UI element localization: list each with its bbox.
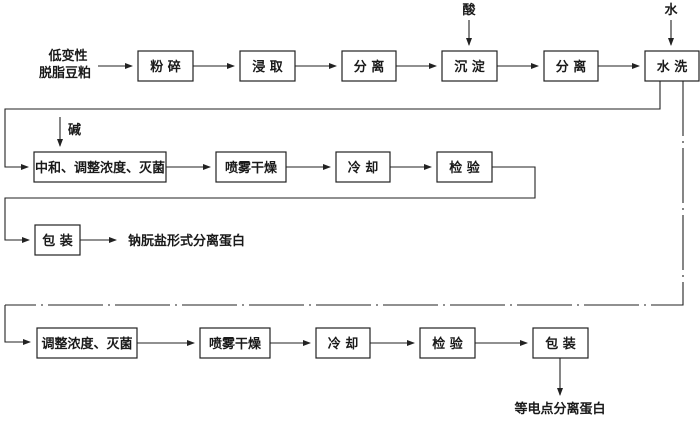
step-separate-1: 分 离	[341, 50, 397, 82]
connector-inspect-to-package-1	[4, 166, 536, 243]
step-spray-dry-2: 喷雾干燥	[199, 327, 271, 359]
step-package-2: 包 装	[532, 327, 589, 359]
acid-input-label: 酸	[462, 2, 476, 18]
svg-text:粉 碎: 粉 碎	[150, 59, 181, 75]
svg-text:分 离: 分 离	[556, 59, 587, 75]
svg-text:检 验: 检 验	[449, 160, 481, 176]
svg-text:沉 淀: 沉 淀	[454, 59, 486, 75]
step-inspect-1: 检 验	[436, 151, 493, 183]
svg-text:水 洗: 水 洗	[657, 59, 688, 75]
step-precipitate: 沉 淀	[441, 50, 498, 82]
svg-text:包 装: 包 装	[42, 233, 73, 249]
step-spray-dry-1: 喷雾干燥	[215, 151, 287, 183]
svg-text:喷雾干燥: 喷雾干燥	[209, 336, 262, 352]
svg-text:冷 却: 冷 却	[328, 336, 359, 352]
step-extract: 浸 取	[239, 50, 296, 82]
step-adjust-sterilize: 调整浓度、灭菌	[36, 327, 138, 359]
step-water-wash: 水 洗	[644, 50, 700, 82]
svg-text:中和、调整浓度、灭菌: 中和、调整浓度、灭菌	[35, 160, 165, 176]
svg-text:检 验: 检 验	[432, 336, 464, 352]
svg-text:调整浓度、灭菌: 调整浓度、灭菌	[41, 336, 132, 352]
step-cool-2: 冷 却	[315, 327, 371, 359]
step-package-1: 包 装	[34, 224, 81, 256]
svg-text:冷 却: 冷 却	[348, 160, 379, 176]
step-crush: 粉 碎	[137, 50, 194, 82]
step-cool-1: 冷 却	[335, 151, 391, 183]
alkali-input-label: 碱	[68, 122, 81, 138]
product-isoelectric-protein: 等电点分离蛋白	[513, 401, 605, 417]
raw-material-label-line1: 低变性	[47, 48, 87, 64]
connector-row3-entry	[4, 305, 31, 345]
step-neutralize-adjust-sterilize: 中和、调整浓度、灭菌	[33, 151, 167, 183]
svg-text:浸 取: 浸 取	[252, 59, 284, 75]
water-input-label: 水	[664, 2, 678, 18]
connector-wash-to-row3	[5, 81, 684, 306]
svg-text:包 装: 包 装	[545, 336, 576, 352]
step-separate-2: 分 离	[543, 50, 599, 82]
product-sodium-proteinate: 钠朊盐形式分离蛋白	[128, 233, 245, 249]
step-inspect-2: 检 验	[419, 327, 476, 359]
svg-text:分 离: 分 离	[354, 59, 385, 75]
svg-text:喷雾干燥: 喷雾干燥	[225, 160, 278, 176]
connector-wash-to-row2	[4, 81, 661, 170]
raw-material-label-line2: 脱脂豆粕	[39, 65, 91, 81]
